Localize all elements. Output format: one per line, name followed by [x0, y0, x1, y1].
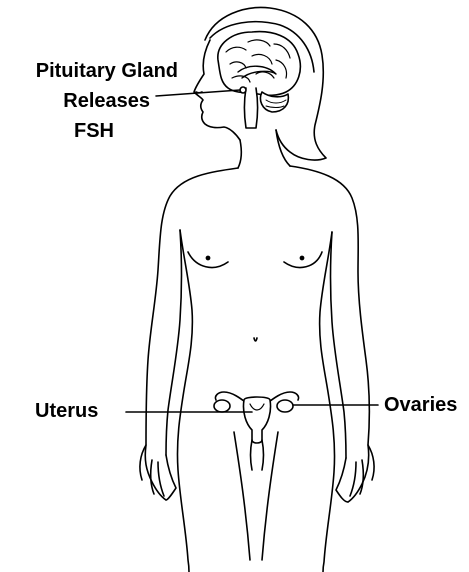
- pituitary-label: Pituitary Gland Releases FSH: [8, 60, 178, 142]
- ovary-right: [277, 400, 293, 412]
- right-shoulder-arm: [290, 166, 369, 502]
- cervix-vagina: [251, 440, 264, 470]
- ovary-left: [214, 400, 230, 412]
- neck-left: [238, 140, 241, 168]
- navel: [254, 338, 257, 341]
- right-nipple: [300, 256, 303, 259]
- uterus-label: Uterus: [35, 400, 98, 422]
- brainstem: [245, 88, 258, 128]
- pituitary-label-line1: Pituitary Gland: [8, 60, 178, 82]
- uterus-body: [243, 397, 270, 443]
- right-inner-thigh: [262, 432, 278, 560]
- pituitary-label-line2: Releases: [8, 90, 178, 112]
- left-inner-thigh: [234, 432, 250, 560]
- pituitary-gland: [240, 87, 246, 93]
- pituitary-label-line3: FSH: [8, 120, 178, 142]
- torso-right: [320, 232, 335, 572]
- torso-left: [177, 230, 192, 572]
- ovaries-label: Ovaries: [384, 394, 457, 416]
- left-nipple: [206, 256, 209, 259]
